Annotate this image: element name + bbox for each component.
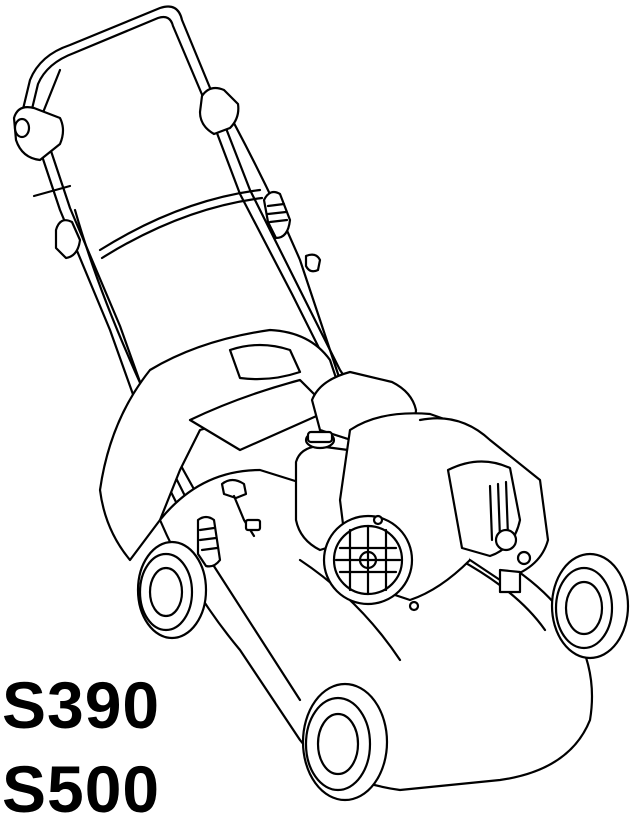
engine-icon	[294, 370, 550, 612]
scarifier-illustration-icon	[12, 5, 630, 802]
rear-left-wheel-icon	[136, 540, 208, 640]
model-name-s500: S500	[2, 752, 161, 826]
model-name-s390: S390	[2, 668, 161, 742]
front-right-wheel-icon	[550, 552, 630, 660]
front-left-wheel-icon	[301, 682, 389, 802]
grass-bag-icon	[98, 328, 342, 562]
height-adjust-knob-icon	[196, 478, 262, 568]
handle-controls-icon	[12, 86, 322, 273]
